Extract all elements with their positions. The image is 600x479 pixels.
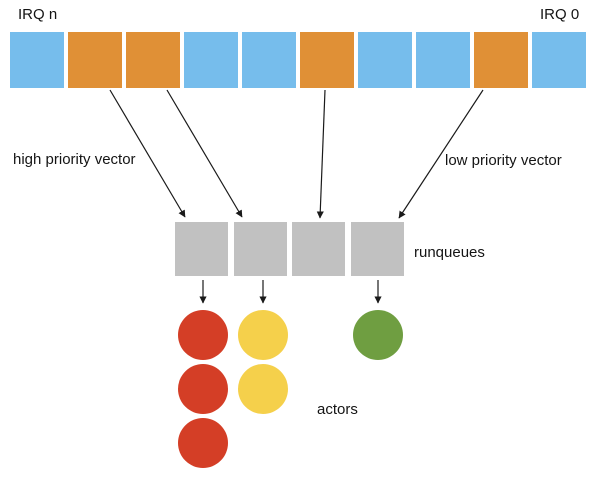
irq-cell-idle <box>184 32 238 88</box>
irq-n-label: IRQ n <box>18 6 58 23</box>
irq-cell-active <box>126 32 180 88</box>
runqueue-row <box>175 222 404 276</box>
irq-cell-idle <box>416 32 470 88</box>
runqueue-cell <box>292 222 346 276</box>
arrow-high-irq3-to-runqueue2 <box>166 89 243 218</box>
actor-circle-yellow <box>238 364 288 414</box>
actor-column-red <box>178 310 228 468</box>
high-priority-vector-label: high priority vector <box>13 151 136 168</box>
runqueue-cell <box>175 222 228 276</box>
irq-cell-idle <box>532 32 586 88</box>
arrow-irq6-to-runqueue3 <box>316 89 326 219</box>
irq-row <box>10 32 586 88</box>
actors-label: actors <box>317 401 358 418</box>
irq-cell-active <box>300 32 354 88</box>
actor-circle-red <box>178 418 228 468</box>
irq-0-label: IRQ 0 <box>540 6 580 23</box>
irq-cell-active <box>474 32 528 88</box>
actor-column-yellow <box>238 310 288 414</box>
runqueue-cell <box>233 222 287 276</box>
irq-cell-active <box>68 32 122 88</box>
actor-circle-red <box>178 364 228 414</box>
actor-circle-red <box>178 310 228 360</box>
irq-cell-idle <box>242 32 296 88</box>
actor-column-green <box>353 310 403 360</box>
low-priority-vector-label: low priority vector <box>445 152 562 169</box>
irq-cell-idle <box>10 32 64 88</box>
irq-cell-idle <box>358 32 412 88</box>
actor-circle-green <box>353 310 403 360</box>
runqueues-label: runqueues <box>414 244 485 261</box>
actor-circle-yellow <box>238 310 288 360</box>
runqueue-cell <box>350 222 404 276</box>
